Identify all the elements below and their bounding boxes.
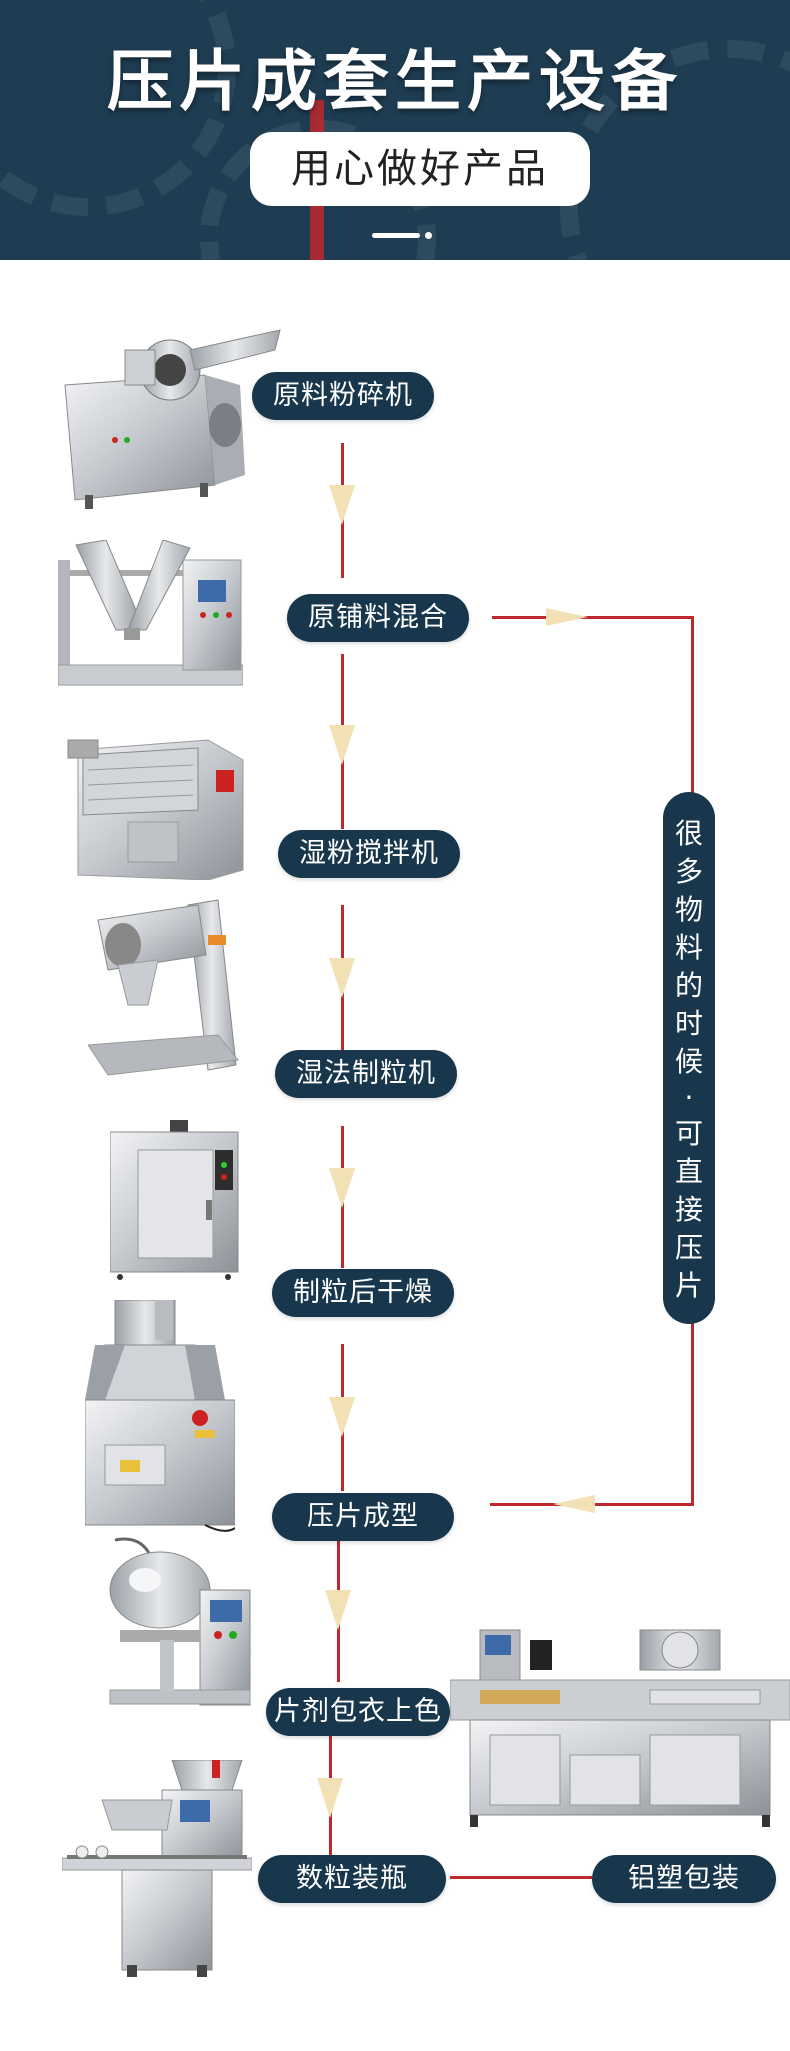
arrow-down-icon	[329, 1168, 355, 1208]
step-blister-packaging: 铝塑包装	[592, 1855, 776, 1903]
arrow-down-icon	[325, 1590, 351, 1630]
shortcut-char: 可	[674, 1117, 703, 1150]
arrow-down-icon	[329, 1397, 355, 1437]
arrow-right-icon	[546, 608, 588, 626]
page-title: 压片成套生产设备	[107, 43, 683, 120]
bottle-counter-icon	[62, 1760, 252, 1977]
subtitle-badge: 用心做好产品	[250, 132, 590, 206]
step-tablet-coating: 片剂包衣上色	[266, 1688, 450, 1736]
step-wet-powder-mixer: 湿粉搅拌机	[278, 830, 460, 878]
coating-pan-icon	[109, 1537, 251, 1706]
connector-line	[492, 616, 694, 619]
step-raw-material-crusher: 原料粉碎机	[252, 372, 434, 420]
shortcut-char: 料	[674, 931, 703, 964]
step-material-mixing: 原铺料混合	[287, 594, 469, 642]
arrow-left-icon	[553, 1495, 595, 1513]
divider-dot	[425, 232, 432, 239]
shortcut-char: 接	[674, 1193, 703, 1226]
arrow-down-icon	[329, 725, 355, 765]
step-bottle-counting: 数粒装瓶	[258, 1855, 446, 1903]
granulator-machine-icon	[88, 899, 239, 1076]
header-banner: 压片成套生产设备 用心做好产品	[0, 0, 790, 260]
arrow-down-icon	[317, 1778, 343, 1818]
shortcut-char: 多	[674, 855, 703, 888]
tablet-press-icon	[85, 1300, 235, 1532]
connector-line	[450, 1876, 592, 1879]
step-post-granulation-drying: 制粒后干燥	[272, 1269, 454, 1317]
divider-dash	[372, 233, 420, 238]
wet-mixer-machine-icon	[67, 739, 244, 880]
shortcut-char: 候	[674, 1045, 703, 1078]
shortcut-char: 直	[674, 1155, 703, 1188]
shortcut-char: 片	[674, 1269, 703, 1302]
v-mixer-machine-icon	[58, 540, 243, 686]
shortcut-char: 很	[674, 817, 703, 850]
shortcut-char: 物	[674, 893, 703, 926]
shortcut-char: 时	[674, 1007, 703, 1040]
shortcut-note-badge: 很 多 物 料 的 时 候 · 可 直 接 压 片	[663, 792, 715, 1324]
drying-oven-icon	[110, 1120, 239, 1280]
pulverizer-machine-icon	[64, 329, 281, 509]
shortcut-char: 压	[674, 1231, 703, 1264]
step-wet-granulator: 湿法制粒机	[275, 1050, 457, 1098]
arrow-down-icon	[329, 958, 355, 998]
shortcut-char: ·	[684, 1081, 694, 1114]
blister-packer-icon	[450, 1629, 790, 1827]
shortcut-char: 的	[674, 969, 703, 1002]
arrow-down-icon	[329, 485, 355, 525]
step-tablet-forming: 压片成型	[272, 1493, 454, 1541]
